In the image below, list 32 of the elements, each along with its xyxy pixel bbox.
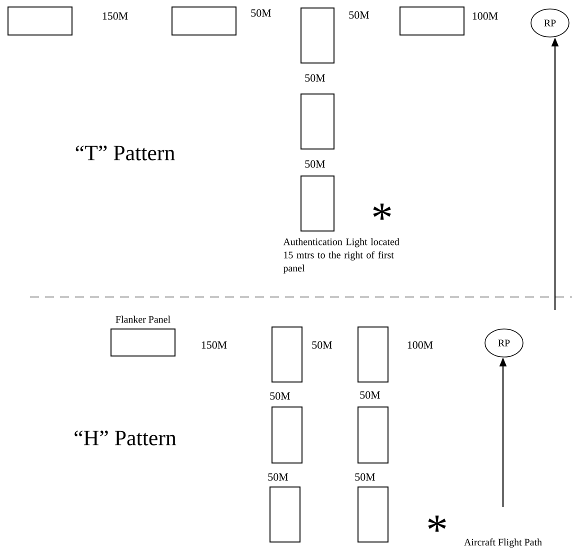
dimension-label: 150M bbox=[102, 12, 128, 20]
panel-box bbox=[300, 8, 334, 64]
dimension-label: 50M bbox=[349, 11, 370, 19]
edge-label: Aircraft Flight Path bbox=[464, 538, 542, 548]
panel-box bbox=[272, 406, 302, 464]
dimension-label: 100M bbox=[408, 341, 433, 349]
dimension-label: 150M bbox=[202, 341, 227, 349]
dimension-label: 50M bbox=[305, 160, 326, 168]
panel-box bbox=[300, 94, 334, 150]
panel-box bbox=[8, 6, 72, 36]
dimension-label: 50M bbox=[268, 473, 288, 481]
dimension-label: 50M bbox=[251, 9, 272, 17]
node-label: Flanker Panel bbox=[116, 316, 170, 323]
dimension-label: 50M bbox=[270, 392, 290, 400]
panel-box bbox=[358, 486, 388, 542]
asterisk-mark: * bbox=[373, 204, 391, 220]
panel-box bbox=[272, 326, 302, 382]
panel-box bbox=[300, 176, 334, 232]
dimension-label: 50M bbox=[355, 473, 376, 481]
dimension-label: 50M bbox=[305, 74, 326, 82]
pattern-title: “H” Pattern bbox=[74, 430, 176, 446]
note-text: Authentication Light located 15 mtrs to the right of first panel bbox=[283, 238, 400, 274]
panel-box: Flanker Panel bbox=[110, 316, 176, 356]
panel-box bbox=[358, 406, 388, 464]
dimension-label: 50M bbox=[360, 391, 380, 399]
asterisk-mark: * bbox=[428, 516, 446, 532]
panel-box bbox=[172, 6, 236, 36]
pattern-title: “T” Pattern bbox=[76, 146, 175, 160]
panel-box bbox=[270, 486, 300, 542]
dimension-label: 50M bbox=[312, 341, 332, 349]
panel-box bbox=[400, 6, 464, 36]
panel-box bbox=[358, 326, 388, 382]
